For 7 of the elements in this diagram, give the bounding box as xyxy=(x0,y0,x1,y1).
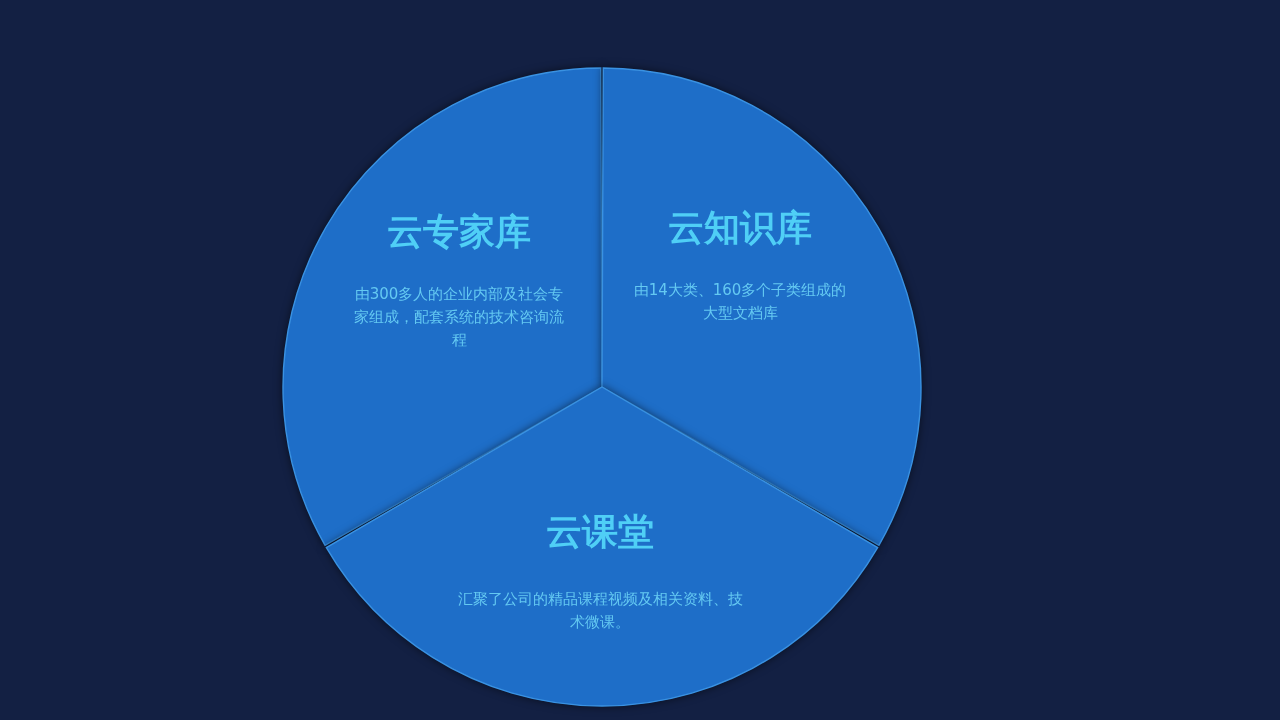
sector-title: 云专家库 xyxy=(386,210,532,254)
sector-description: 汇聚了公司的精品课程视频及相关资料、技术微课。 xyxy=(456,589,744,633)
sector-title: 云知识库 xyxy=(667,206,813,250)
sector-description: 由14大类、160多个子类组成的大型文档库 xyxy=(633,280,847,324)
sector-description: 由300多人的企业内部及社会专家组成，配套系统的技术咨询流程 xyxy=(353,284,565,351)
sector-title: 云课堂 xyxy=(545,510,655,554)
pie-sector xyxy=(323,385,881,708)
